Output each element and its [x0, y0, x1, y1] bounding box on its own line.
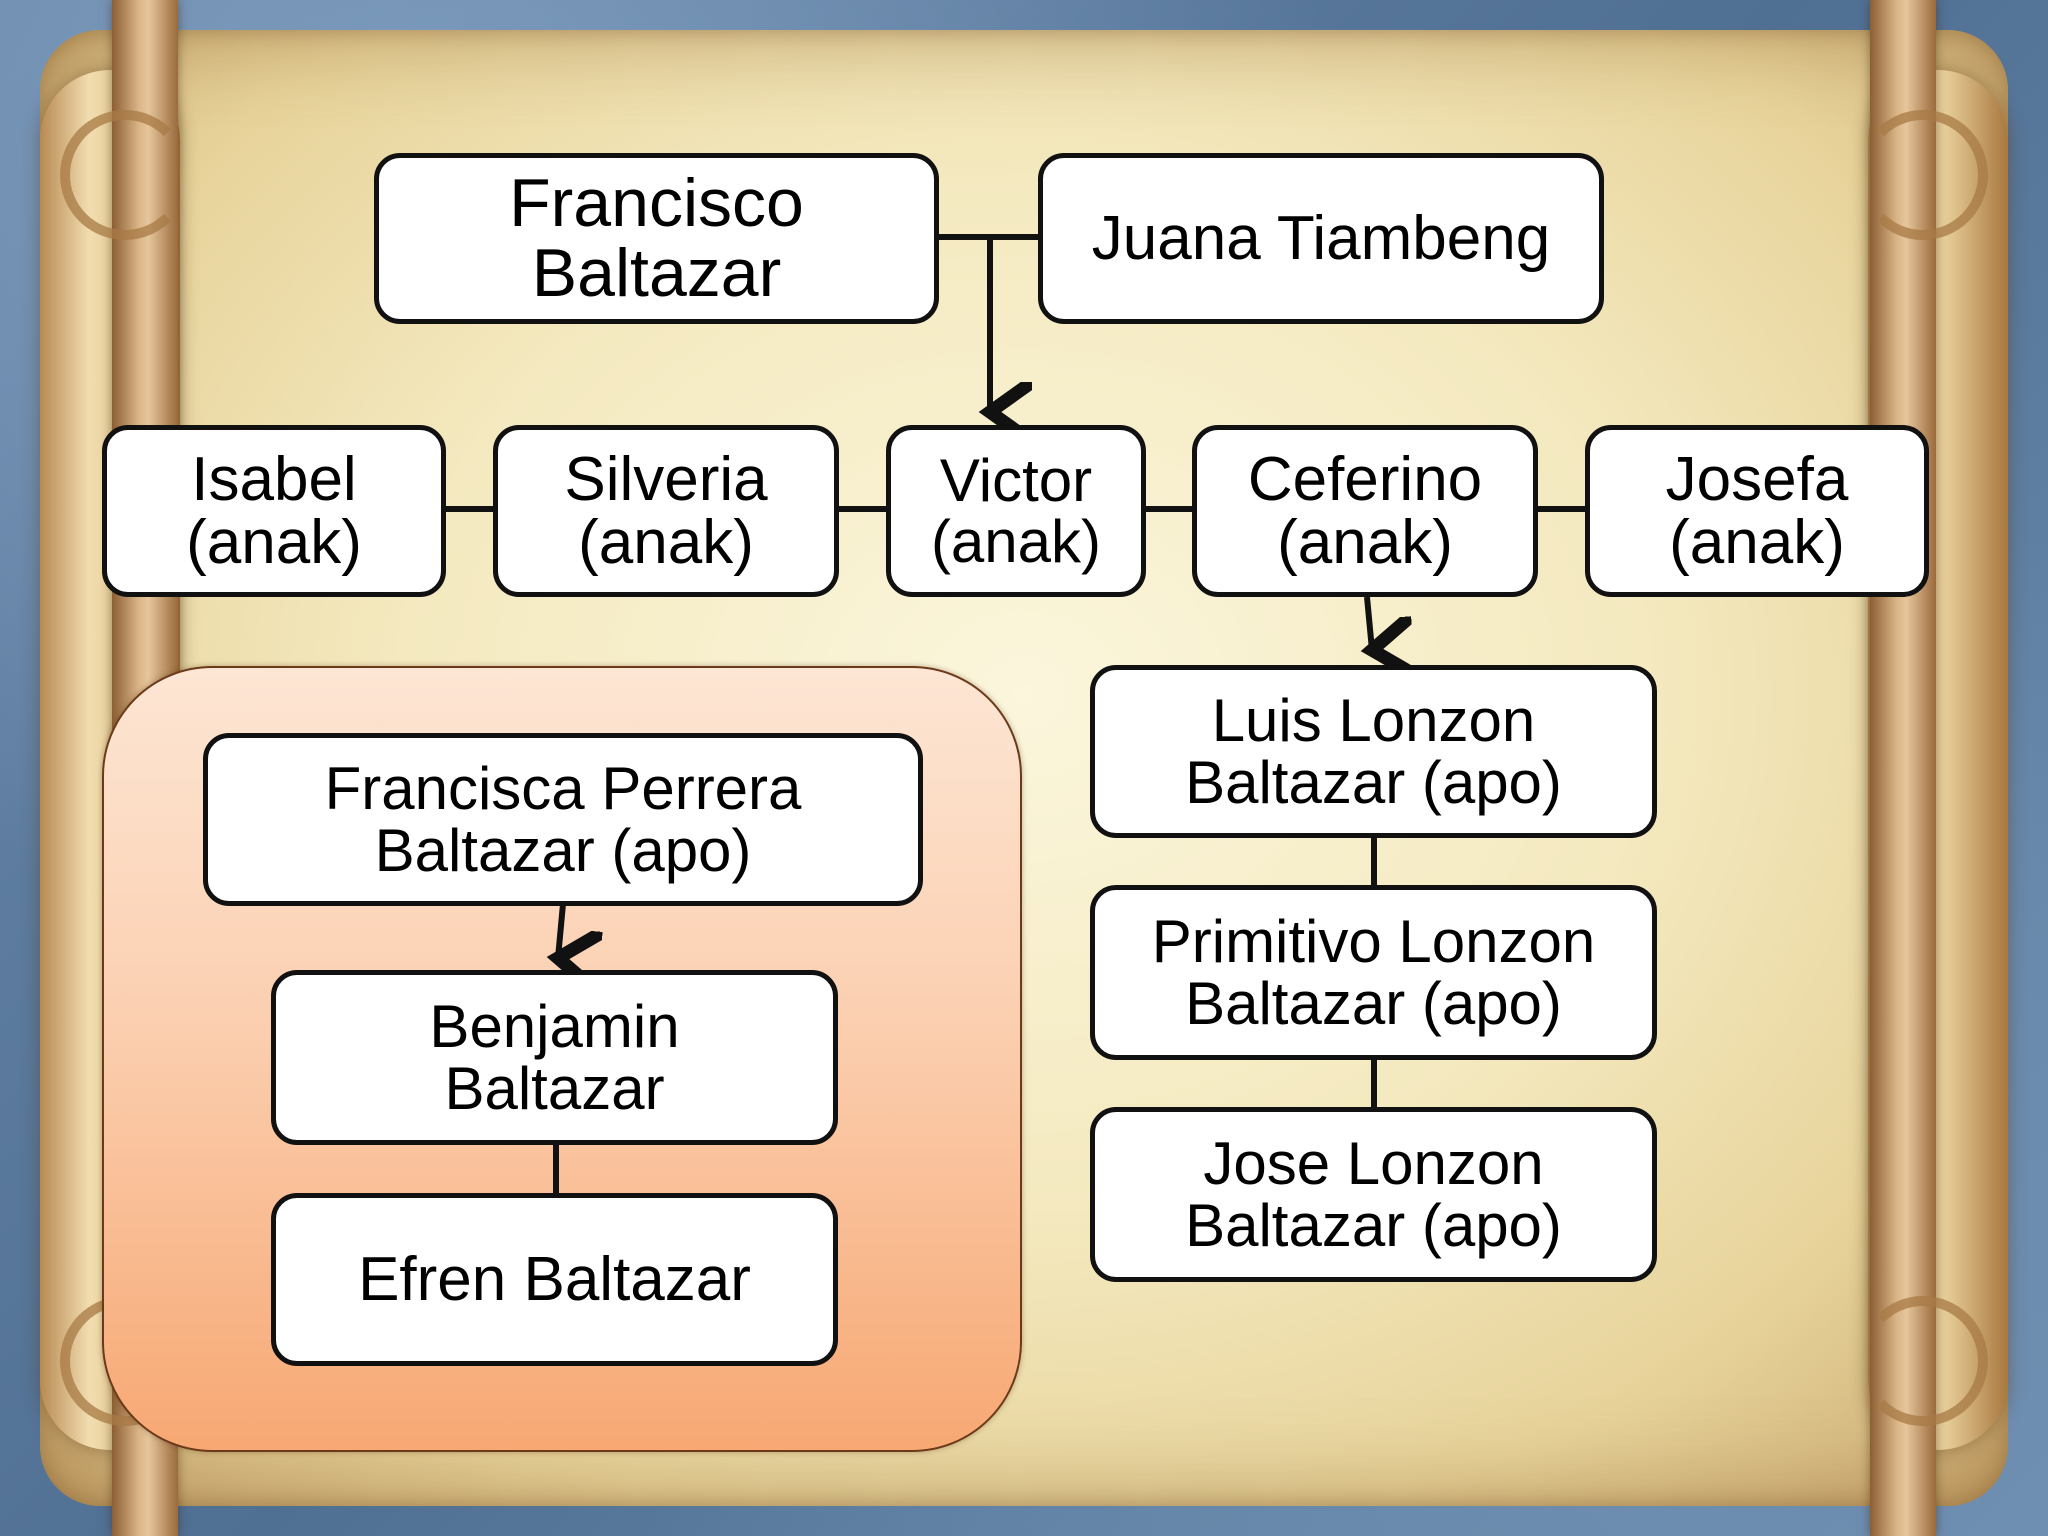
- node-benjamin-baltazar: Benjamin Baltazar: [271, 970, 838, 1145]
- node-label: Efren Baltazar: [358, 1244, 751, 1314]
- node-efren-baltazar: Efren Baltazar: [271, 1193, 838, 1366]
- node-luis-lonzon-baltazar: Luis Lonzon Baltazar (apo): [1090, 665, 1657, 838]
- node-child-victor: Victor (anak): [886, 425, 1146, 597]
- node-child-josefa: Josefa (anak): [1585, 425, 1929, 597]
- node-child-ceferino: Ceferino (anak): [1192, 425, 1538, 597]
- scroll-right-rod: [1870, 0, 1936, 1536]
- node-label: Josefa (anak): [1665, 444, 1849, 577]
- node-francisco-baltazar: Francisco Baltazar: [374, 153, 939, 324]
- node-child-silveria: Silveria (anak): [493, 425, 839, 597]
- node-label: Francisco Baltazar: [509, 165, 804, 311]
- node-label: Primitivo Lonzon Baltazar (apo): [1151, 908, 1596, 1037]
- scroll-swirl-ornament: [60, 110, 190, 240]
- node-label: Juana Tiambeng: [1091, 203, 1551, 273]
- node-label: Victor (anak): [930, 446, 1102, 575]
- node-child-isabel: Isabel (anak): [102, 425, 446, 597]
- node-primitivo-lonzon-baltazar: Primitivo Lonzon Baltazar (apo): [1090, 885, 1657, 1060]
- node-label: Francisca Perrera Baltazar (apo): [324, 755, 802, 884]
- node-francisca-perrera-baltazar: Francisca Perrera Baltazar (apo): [203, 733, 923, 906]
- node-label: Jose Lonzon Baltazar (apo): [1185, 1130, 1562, 1259]
- ceferino-to-luis-arrow: [1367, 596, 1372, 650]
- node-label: Silveria (anak): [564, 444, 768, 577]
- node-label: Ceferino (anak): [1247, 444, 1483, 577]
- node-jose-lonzon-baltazar: Jose Lonzon Baltazar (apo): [1090, 1107, 1657, 1282]
- node-label: Benjamin Baltazar: [429, 993, 680, 1122]
- node-juana-tiambeng: Juana Tiambeng: [1038, 153, 1604, 324]
- node-label: Luis Lonzon Baltazar (apo): [1185, 687, 1562, 816]
- node-label: Isabel (anak): [186, 444, 362, 577]
